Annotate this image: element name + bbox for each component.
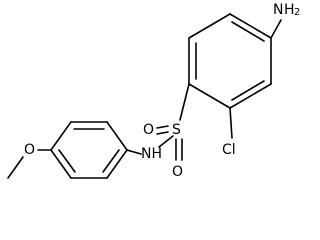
bond-ring1-lower-right	[229, 83, 272, 109]
bond-ring1-upper-left	[188, 13, 231, 39]
bond-ring2-inner-2	[58, 149, 76, 173]
chlorine-label: Cl	[222, 142, 236, 158]
molecule-drawing: N H 2 Cl S O O NH	[7, 2, 300, 180]
amino-hydrogen-label: H	[284, 2, 295, 18]
amide-nitrogen-label: NH	[141, 146, 162, 162]
bond-ring1-inner-1	[231, 21, 265, 42]
bond-ring1-bottom	[188, 83, 231, 109]
bond-ring1-top	[229, 13, 272, 39]
bond-nh-to-ring	[126, 149, 142, 155]
bond-ring2-left-lower	[50, 149, 72, 179]
bond-ring2-left-upper	[50, 121, 72, 151]
sulfonyl-oxygen-left-label: O	[143, 122, 154, 138]
bond-ring2-right-upper	[106, 121, 128, 151]
bond-ring1-inner-2	[231, 80, 265, 101]
amino-group-label: N H 2	[273, 2, 300, 18]
upper-benzene-ring	[188, 13, 272, 109]
bond-ring2-inner-3	[102, 149, 120, 173]
sulfur-label: S	[172, 122, 181, 138]
bond-ring-to-nh2	[270, 19, 282, 39]
bond-s-o-left-b	[156, 131, 169, 135]
bond-methoxy-oxygen-to-methyl	[7, 156, 24, 179]
bond-ring-to-sulfur	[179, 83, 190, 121]
bond-ring-to-cl	[229, 107, 233, 139]
bond-s-to-nh	[158, 135, 174, 148]
amino-hydrogen-count: 2	[294, 7, 300, 18]
bond-s-o-left-a	[156, 125, 169, 129]
bond-ring2-right-lower	[106, 149, 128, 179]
sulfonyl-oxygen-bottom-label: O	[172, 164, 183, 180]
chemical-structure-diagram: N H 2 Cl S O O NH	[7, 2, 301, 180]
lower-benzene-ring	[50, 121, 128, 179]
methoxy-oxygen-label: O	[24, 142, 35, 158]
amino-nitrogen-label: N	[273, 2, 283, 18]
